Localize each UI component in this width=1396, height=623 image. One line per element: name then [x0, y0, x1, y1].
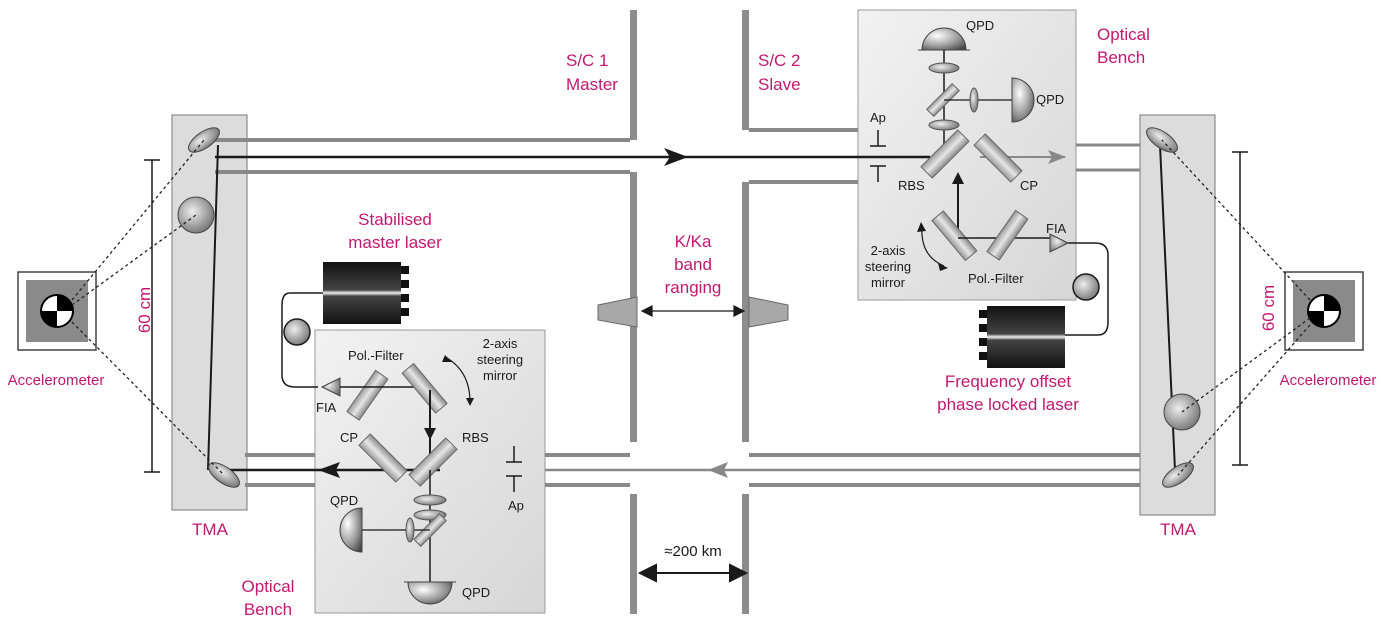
right-bench-label-line2: Bench: [1097, 48, 1145, 67]
left-kband-antenna: [597, 296, 638, 328]
left-steering-label-line3: mirror: [483, 368, 518, 383]
top-beam-arrow: [664, 148, 688, 166]
right-laser-label-line1: Frequency offset: [945, 372, 1072, 391]
right-dimension-label: 60 cm: [1259, 285, 1278, 331]
left-bench-label-line2: Bench: [244, 600, 292, 619]
right-cp-label: CP: [1020, 178, 1038, 193]
sc1-label-line2: Master: [566, 75, 618, 94]
right-qpd-label-a: QPD: [966, 18, 994, 33]
right-fiber: [1065, 242, 1109, 336]
right-laser-label-line2: phase locked laser: [937, 395, 1079, 414]
left-tma-mirror-top: [188, 127, 220, 153]
right-aperture: [870, 130, 886, 182]
left-tma-label: TMA: [192, 520, 229, 539]
right-tma-label: TMA: [1160, 520, 1197, 539]
left-tma-mirror-mid: [177, 196, 215, 234]
right-qpd-label-b: QPD: [1036, 92, 1064, 107]
right-rbs-label: RBS: [898, 178, 925, 193]
right-dimension-marker: [1232, 151, 1248, 466]
left-rbs-label: RBS: [462, 430, 489, 445]
ranging-label-line3: ranging: [665, 278, 722, 297]
sc1-label-line1: S/C 1: [566, 51, 609, 70]
distance-label: ≈200 km: [664, 543, 721, 560]
left-laser-box: [323, 262, 409, 324]
left-bench-optics: [320, 355, 474, 605]
ranging-arrow: [640, 305, 746, 317]
ranging-label-line2: band: [674, 255, 712, 274]
left-laser-label-line2: master laser: [348, 233, 442, 252]
bottom-beam-arrow-left: [318, 462, 340, 478]
right-steering-label-line1: 2-axis: [871, 243, 906, 258]
left-fiber: [281, 292, 323, 388]
right-fia-label: FIA: [1046, 221, 1067, 236]
left-accelerometer: [17, 271, 97, 351]
left-qpd-label-b: QPD: [462, 585, 490, 600]
right-laser-box: [979, 306, 1065, 368]
right-kband-antenna: [748, 296, 789, 328]
left-cp-label: CP: [340, 430, 358, 445]
right-steering-label-line3: mirror: [871, 275, 906, 290]
sc2-label-line2: Slave: [758, 75, 801, 94]
left-ap-label: Ap: [508, 498, 524, 513]
sc2-label-line1: S/C 2: [758, 51, 801, 70]
left-accelerometer-label: Accelerometer: [8, 372, 105, 389]
right-accelerometer: [1284, 271, 1364, 351]
right-tma-block: [1139, 114, 1216, 516]
right-steering-label-line2: steering: [865, 259, 911, 274]
right-ap-label: Ap: [870, 110, 886, 125]
right-accelerometer-label: Accelerometer: [1280, 372, 1377, 389]
left-steering-label-line2: steering: [477, 352, 523, 367]
ranging-label-line1: K/Ka: [675, 232, 712, 251]
left-pol-filter-label: Pol.-Filter: [348, 348, 404, 363]
right-bench-optics: [917, 27, 1070, 271]
distance-arrow: [637, 563, 749, 583]
left-tma-mirror-bottom: [208, 462, 240, 488]
top-beam-arrow-right: [1048, 150, 1066, 164]
right-bench-label-line1: Optical: [1097, 25, 1150, 44]
bottom-beam: [215, 453, 1140, 487]
left-laser-label-line1: Stabilised: [358, 210, 432, 229]
left-dimension-marker: [144, 159, 160, 473]
left-fia-label: FIA: [316, 400, 337, 415]
left-bench-label-line1: Optical: [242, 577, 295, 596]
left-aperture: [506, 446, 522, 492]
left-qpd-label-a: QPD: [330, 493, 358, 508]
accelerometer-sight-lines: [71, 139, 1311, 476]
left-steering-label-line1: 2-axis: [483, 336, 518, 351]
bottom-beam-arrow-right: [708, 462, 728, 478]
top-beam: [207, 128, 1176, 471]
left-dimension-label: 60 cm: [135, 287, 154, 333]
right-pol-filter-label: Pol.-Filter: [968, 271, 1024, 286]
sc2-wall: [742, 10, 749, 614]
